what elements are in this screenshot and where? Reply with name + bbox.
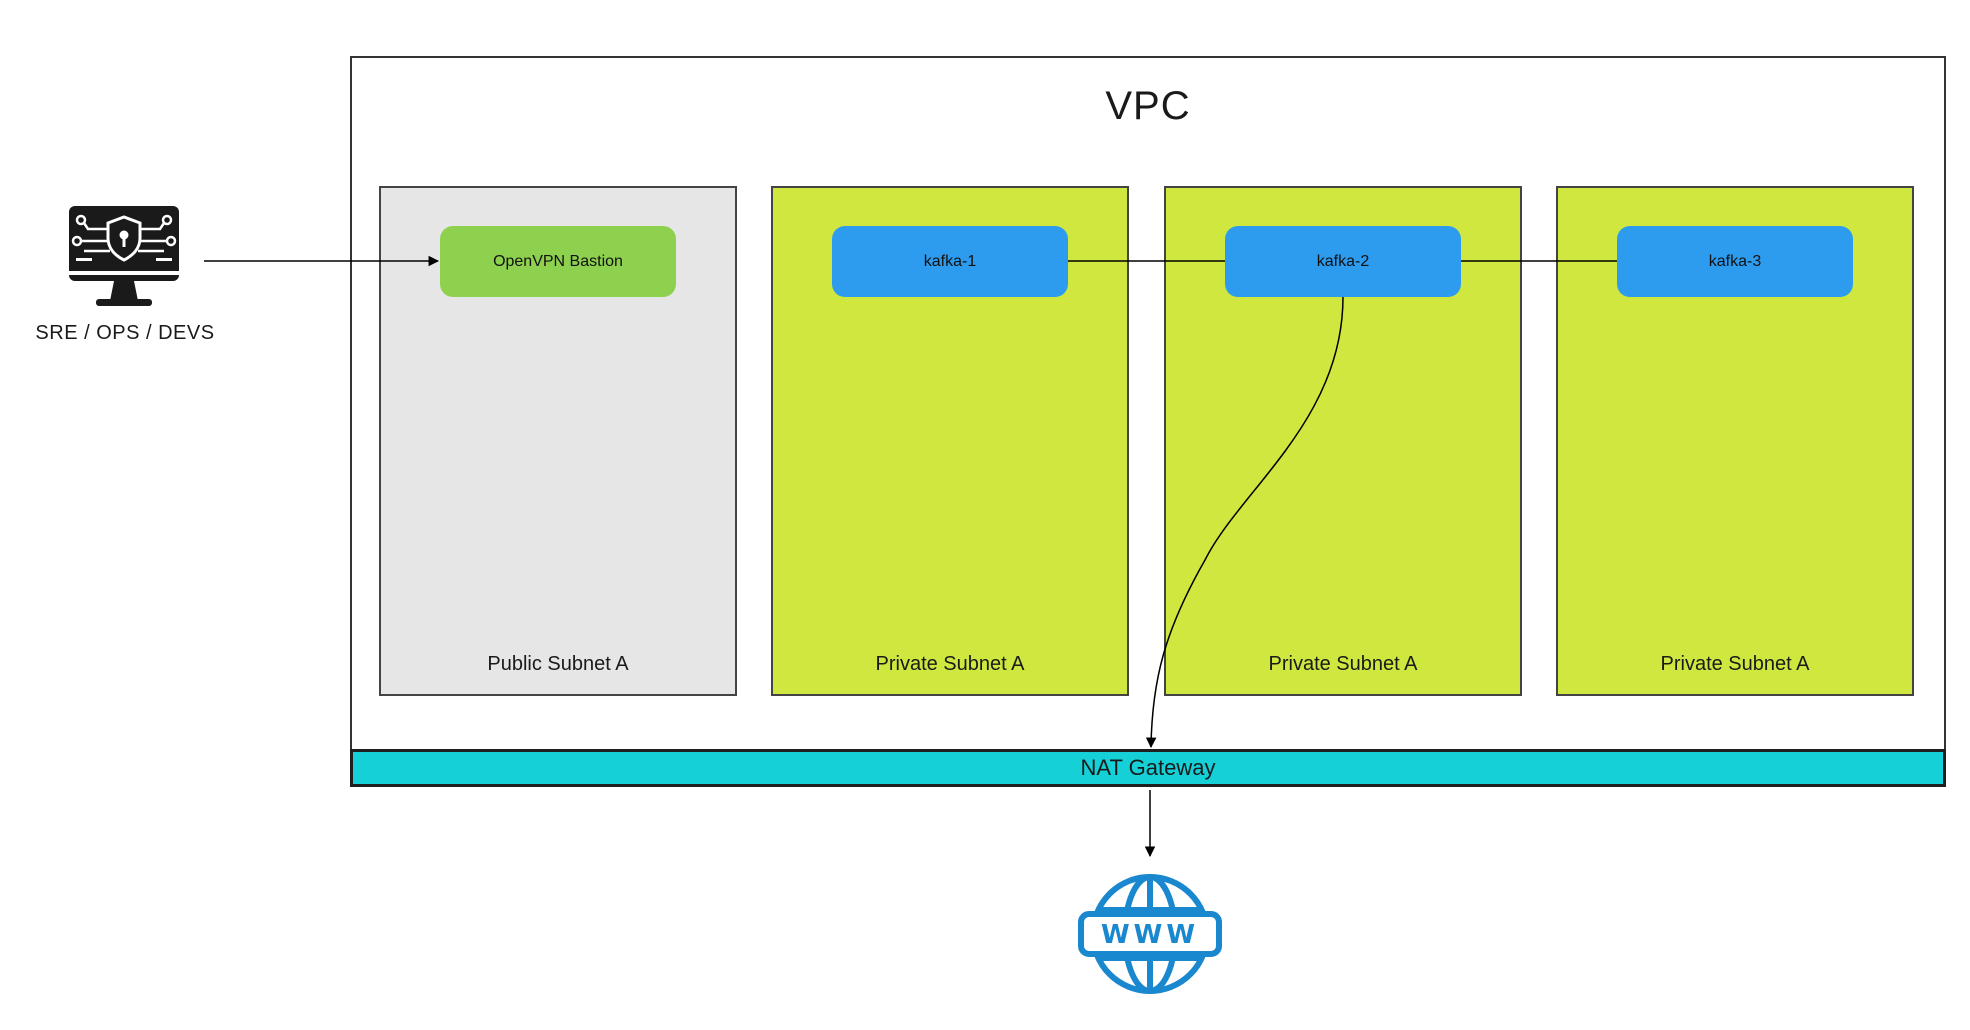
subnet-label: Public Subnet A xyxy=(487,653,629,675)
secure-computer-icon xyxy=(66,205,182,317)
kafka-2-node[interactable]: kafka-2 xyxy=(1225,226,1461,297)
kafka-1-node[interactable]: kafka-1 xyxy=(832,226,1068,297)
www-globe-icon: WWW xyxy=(1078,872,1222,996)
nat-gateway-bar[interactable]: NAT Gateway xyxy=(350,749,1946,787)
kafka-3-node[interactable]: kafka-3 xyxy=(1617,226,1853,297)
subnet-label: Private Subnet A xyxy=(875,653,1025,675)
openvpn-bastion-node[interactable]: OpenVPN Bastion xyxy=(440,226,676,297)
www-text: WWW xyxy=(1101,920,1199,950)
subnet-label: Private Subnet A xyxy=(1268,653,1418,675)
vpc-title: VPC xyxy=(1105,84,1191,128)
user-label: SRE / OPS / DEVS xyxy=(35,322,215,344)
subnet-label: Private Subnet A xyxy=(1660,653,1810,675)
